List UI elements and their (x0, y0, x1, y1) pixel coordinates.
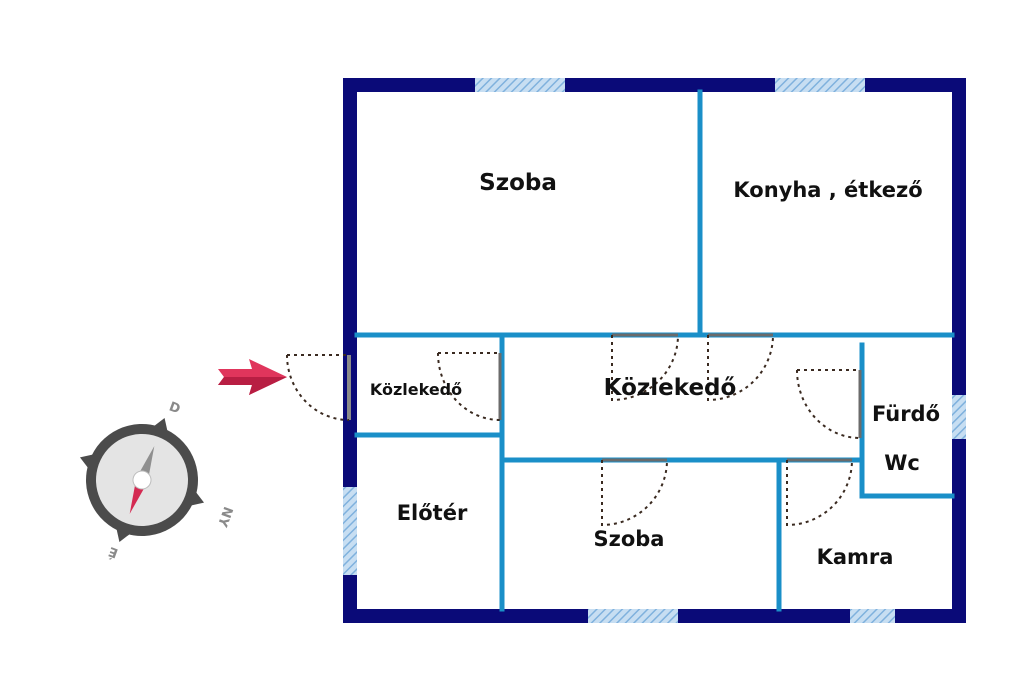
window-top-left (475, 78, 565, 92)
room-label-szoba-top: Szoba (479, 170, 557, 196)
window-top-right (775, 78, 865, 92)
window-bottom-left (588, 609, 678, 623)
room-label-kamra: Kamra (817, 545, 894, 569)
room-label-eloter: Előtér (397, 501, 468, 525)
door-bathroom (796, 369, 862, 439)
door-entrance (286, 354, 351, 421)
door-pantry (786, 458, 853, 527)
compass-icon (79, 417, 205, 543)
door-room-bottom (601, 458, 668, 527)
window-left (343, 487, 357, 575)
room-label-kozlekedo-small: Közlekedő (370, 380, 462, 399)
room-label-wc: Wc (884, 451, 920, 475)
room-label-konyha: Konyha , étkező (733, 178, 922, 202)
door-small-corridor (437, 352, 502, 421)
room-label-szoba-bottom: Szoba (594, 527, 665, 551)
compass-north-label: D (167, 400, 182, 418)
room-label-furdo: Fürdő (872, 402, 940, 426)
compass-south-label: É (106, 543, 120, 561)
door-kitchen (707, 333, 774, 402)
doors (286, 333, 862, 527)
door-room-top (611, 333, 679, 402)
room-label-kozlekedo-main: Közlekedő (604, 375, 737, 401)
window-right (952, 395, 966, 439)
window-bottom-right (850, 609, 895, 623)
entrance-arrow-icon (218, 359, 287, 395)
compass-east-label: NY (214, 504, 235, 529)
